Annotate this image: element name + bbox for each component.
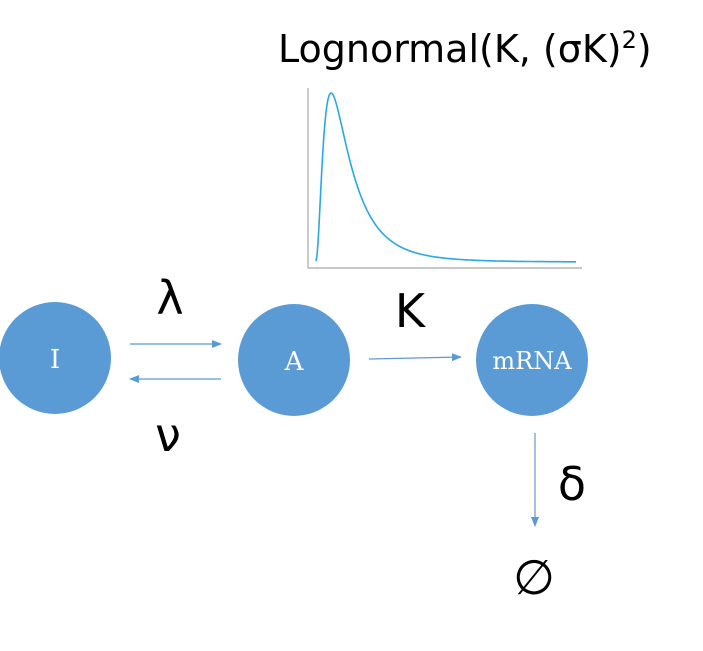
node-inactive-label: I [50, 345, 60, 375]
distribution-inset [307, 88, 582, 269]
node-active-label: A [284, 347, 305, 377]
node-inactive-circle [0, 302, 111, 414]
node-mrna: mRNA [476, 304, 588, 416]
transcription-rate-label: K [395, 284, 427, 338]
transcription-arrow [368, 353, 462, 362]
degradation-rate-label: δ [558, 457, 586, 511]
lognormal-curve [315, 92, 576, 263]
node-active-circle [238, 304, 350, 416]
distribution-title: Lognormal(K, (σK)2) [278, 26, 652, 71]
inactivation-rate-label: ν [155, 408, 181, 462]
node-active: A [238, 304, 350, 416]
sink-label: ∅ [513, 550, 555, 606]
node-mrna-label: mRNA [492, 347, 572, 375]
node-mrna-circle [476, 304, 588, 416]
distribution-title-superscript: 2 [622, 26, 637, 54]
activation-rate-label: λ [156, 271, 183, 325]
node-inactive: I [0, 302, 111, 414]
